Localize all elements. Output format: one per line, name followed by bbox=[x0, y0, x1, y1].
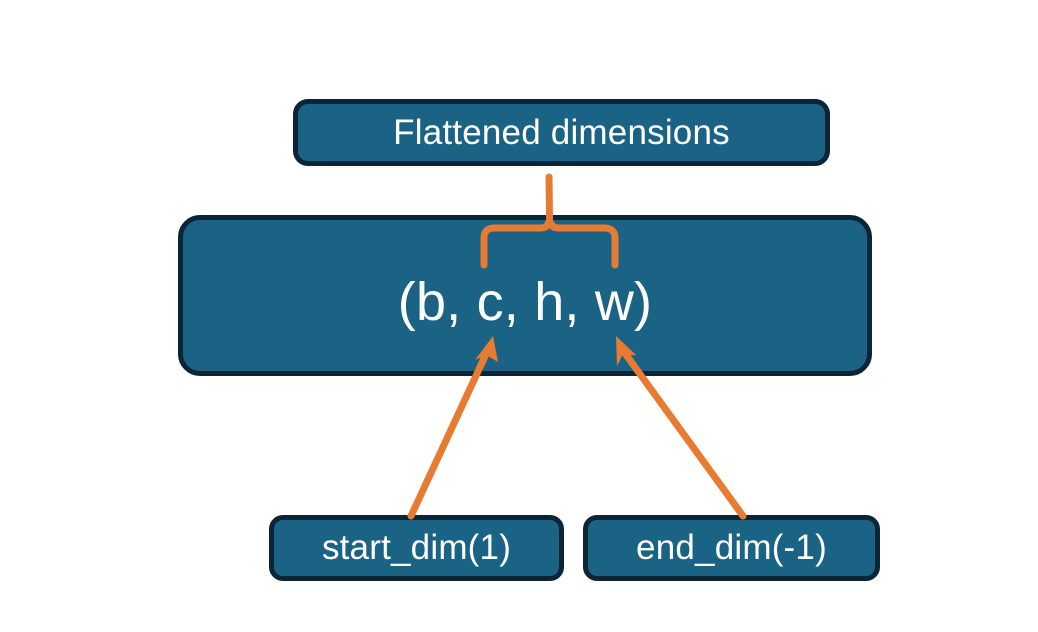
tensor-shape-node[interactable]: (b, c, h, w) bbox=[178, 215, 872, 376]
start-dim-label: start_dim(1) bbox=[321, 528, 512, 567]
flattened-dimensions-node[interactable]: Flattened dimensions bbox=[293, 99, 830, 166]
end-dim-node[interactable]: end_dim(-1) bbox=[583, 515, 880, 581]
flattened-dimensions-label: Flattened dimensions bbox=[393, 112, 730, 152]
start-dim-node[interactable]: start_dim(1) bbox=[269, 515, 564, 581]
end-dim-label: end_dim(-1) bbox=[636, 528, 827, 567]
tensor-shape-label: (b, c, h, w) bbox=[397, 271, 653, 332]
